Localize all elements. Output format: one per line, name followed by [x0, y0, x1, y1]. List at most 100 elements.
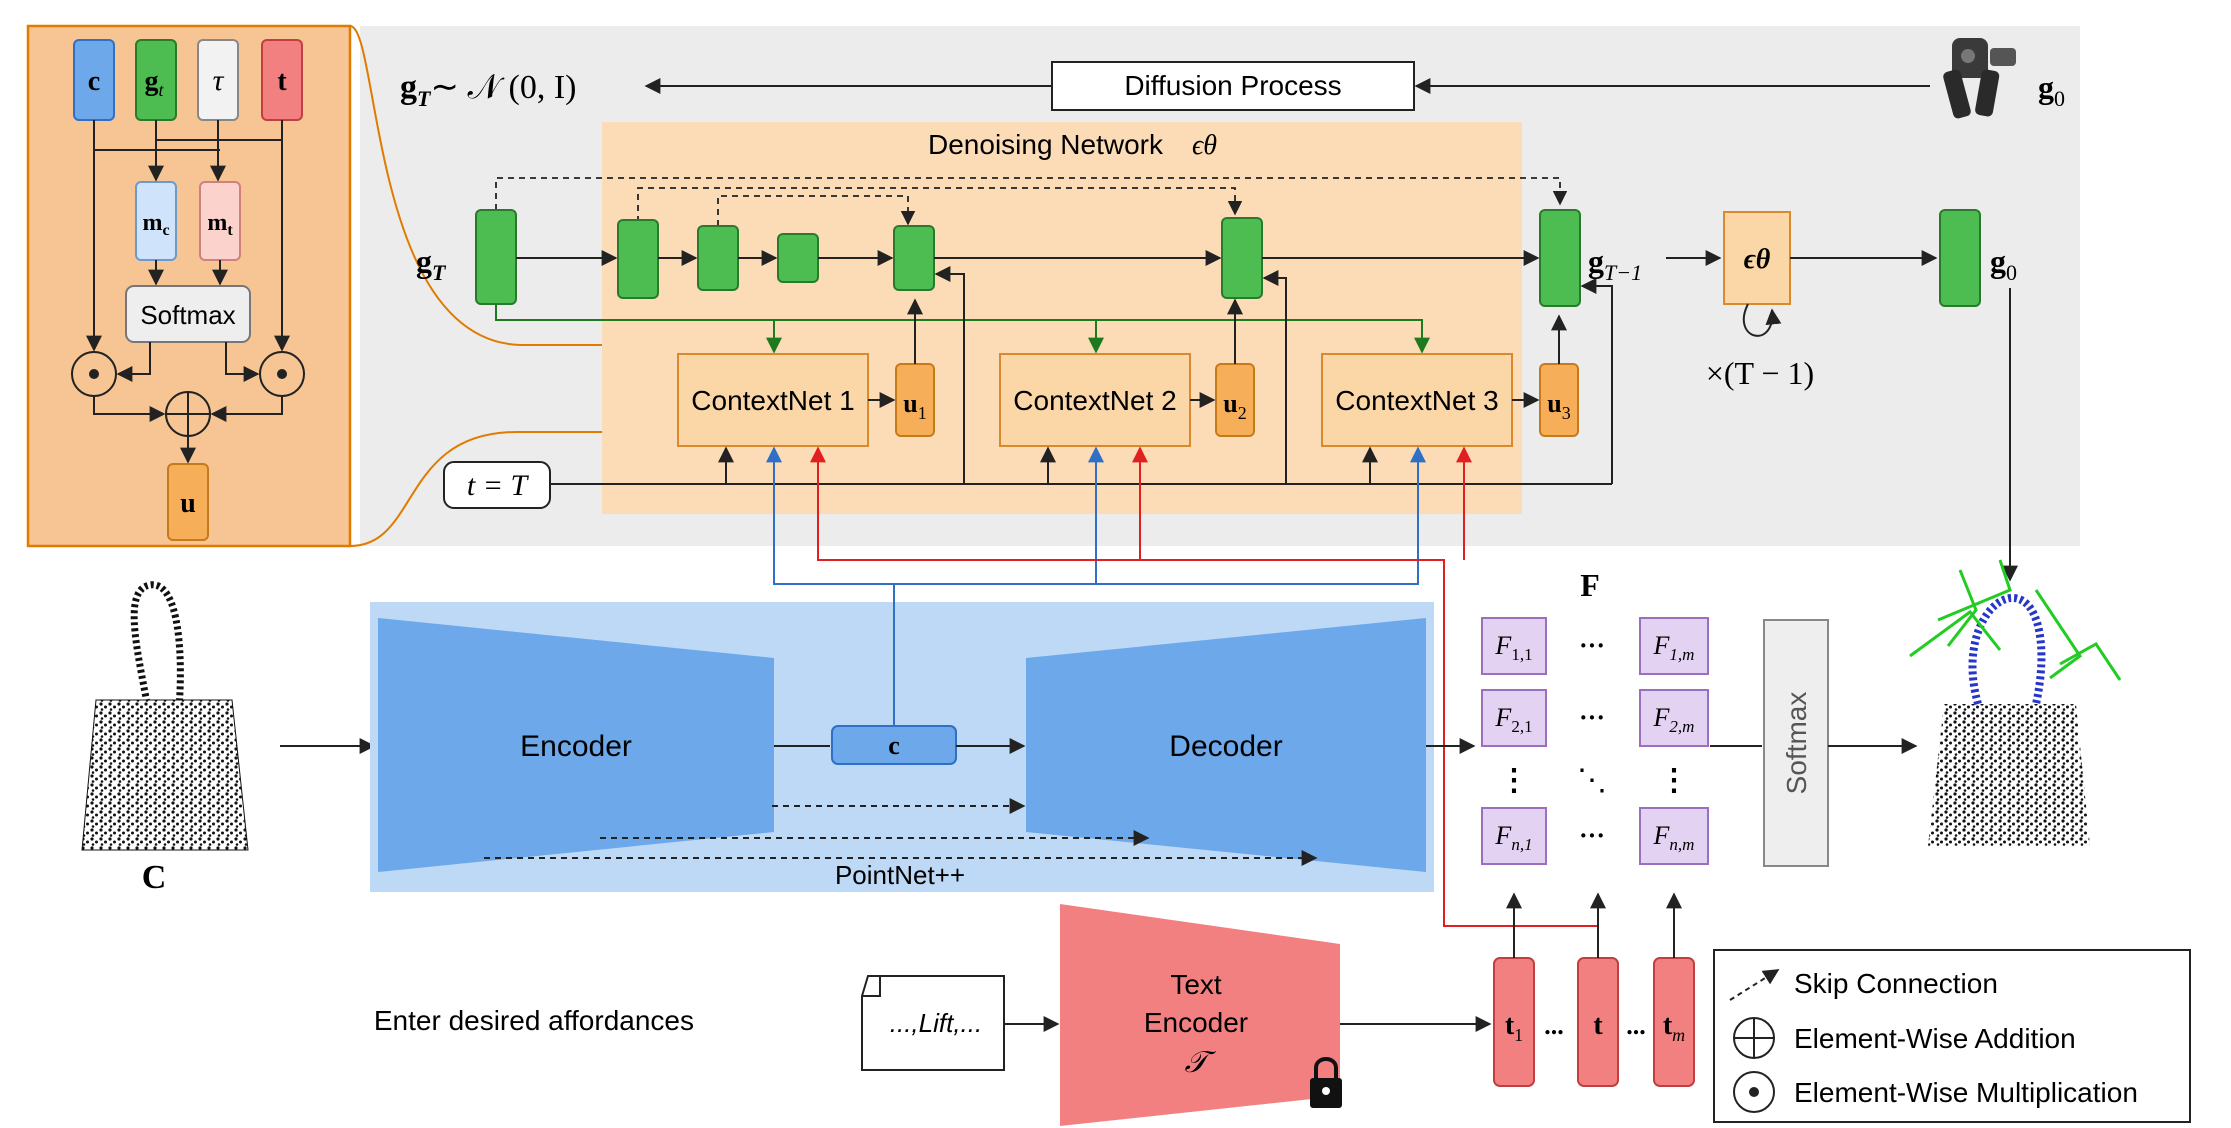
- row1-hdots: ···: [1579, 631, 1605, 660]
- legend-skip-label: Skip Connection: [1794, 968, 1998, 999]
- F-matrix: F1,1 F1,m F2,1 F2,m Fn,1 Fn,m ··· ··· ··…: [1481, 617, 1709, 865]
- text-encoder-label-1: Text: [1170, 969, 1222, 1000]
- inset-c-label: c: [88, 66, 100, 97]
- inset-mt-label: mt: [207, 210, 233, 239]
- inset-tau-label: τ: [213, 64, 225, 97]
- input-block: [475, 209, 517, 305]
- inset-connector-top: [349, 25, 680, 346]
- legend-skip-icon: [1729, 969, 1780, 1001]
- encoder-decoder-arrows: [484, 738, 1318, 866]
- cell-f1m-label: F1,m: [1653, 631, 1695, 664]
- down-block-2: [697, 225, 739, 291]
- contextnet-1-box: [677, 353, 869, 447]
- output-gT1-label: gT−1: [1588, 243, 1642, 285]
- eps-theta-box: [1723, 211, 1791, 305]
- inset-softmax-label: Softmax: [140, 300, 235, 330]
- diffusion-process-label: Diffusion Process: [1124, 70, 1341, 101]
- timestep-lines: [550, 266, 1613, 485]
- softmax-label: Softmax: [1781, 692, 1812, 795]
- token-tm-box: [1653, 957, 1695, 1087]
- inset-connector-bottom: [349, 430, 680, 547]
- noise-distribution-label: gT∼ 𝒩 (0, I): [400, 69, 576, 111]
- u-arrows: [868, 298, 1567, 408]
- rown-hdots: ···: [1579, 821, 1605, 850]
- softmax-box: [1763, 619, 1829, 867]
- cell-f2m-label: F2,m: [1653, 703, 1695, 736]
- condition-lines: [495, 304, 1430, 354]
- repeat-label: ×(T − 1): [1706, 355, 1814, 391]
- F-matrix-label: F: [1580, 567, 1600, 603]
- output-pointcloud-bag: [1909, 559, 2122, 846]
- token-tm-label: tm: [1663, 1010, 1685, 1045]
- denoising-epsilon-label: ϵθ: [1192, 130, 1217, 161]
- input-object-label: C: [142, 859, 167, 896]
- inset-g-label: gt: [144, 66, 164, 100]
- gripper-icon: [1943, 38, 2016, 119]
- cell-fnm: [1639, 807, 1709, 865]
- cell-f11: [1481, 617, 1547, 675]
- text-input-label: Enter desired affordances: [374, 1005, 694, 1036]
- skip-connections: [495, 177, 1568, 226]
- contextnet-1-label: ContextNet 1: [691, 385, 854, 416]
- legend-multiplication-label: Element-Wise Multiplication: [1794, 1077, 2138, 1108]
- legend-box: [1713, 949, 2191, 1123]
- col1-vdots: ⋮: [1499, 764, 1529, 797]
- lock-icon: [1310, 1057, 1342, 1108]
- input-gT-label: gT: [416, 243, 447, 285]
- cell-fnm-label: Fn,m: [1653, 821, 1695, 854]
- latent-to-contextnet-lines: [766, 446, 1426, 726]
- inset-u-label: u: [180, 488, 196, 519]
- eps-theta-box-label: ϵθ: [1744, 244, 1771, 275]
- down-block-1: [617, 219, 659, 299]
- denoising-network-title: Denoising Network: [928, 129, 1164, 160]
- cell-f2m: [1639, 689, 1709, 747]
- legend-addition-label: Element-Wise Addition: [1794, 1023, 2076, 1054]
- pointnet-label: PointNet++: [835, 860, 965, 890]
- matrix-ddots: ⋱: [1577, 764, 1607, 797]
- final-g0-block: [1939, 209, 1981, 307]
- encoder-shape: [378, 618, 774, 872]
- u1-label: u1: [903, 389, 926, 423]
- output-block: [1539, 209, 1581, 307]
- cell-f11-label: F1,1: [1494, 631, 1532, 664]
- contextnet-3-label: ContextNet 3: [1335, 385, 1498, 416]
- contextnet-2-label: ContextNet 2: [1013, 385, 1176, 416]
- final-g0-label: g0: [1990, 243, 2017, 285]
- inset-t-label: t: [277, 66, 287, 97]
- inset-softmax-box: [125, 285, 251, 343]
- cell-f21: [1481, 689, 1547, 747]
- fusion-inset: c gt τ t mc mt Softmax u: [71, 39, 305, 541]
- cell-fn1: [1481, 807, 1547, 865]
- denoising-network-region: [602, 122, 1522, 514]
- u2-label: u2: [1223, 389, 1246, 423]
- colm-vdots: ⋮: [1659, 764, 1689, 797]
- g0-top-label: g0: [2038, 69, 2065, 111]
- encoder-label: Encoder: [520, 730, 632, 763]
- up-block-2: [1221, 217, 1263, 299]
- token-arrows: [1506, 892, 1682, 958]
- cell-f21-label: F2,1: [1494, 703, 1532, 736]
- inset-u-box: [167, 463, 209, 541]
- latent-c-label: c: [888, 731, 900, 760]
- contextnet-2-box: [999, 353, 1191, 447]
- document-icon: [861, 975, 1005, 1071]
- token-dots-2: ...: [1626, 1011, 1646, 1040]
- token-t1-label: t1: [1505, 1010, 1523, 1045]
- token-t-label: t: [1593, 1010, 1603, 1041]
- u3-label: u3: [1547, 389, 1570, 423]
- bottleneck-block: [777, 233, 819, 283]
- up-block-1: [893, 225, 935, 291]
- decoder-shape: [1026, 618, 1426, 872]
- document-text: ...,Lift,...: [890, 1008, 982, 1038]
- cell-fn1-label: Fn,1: [1494, 821, 1532, 854]
- diffusion-process-box: [1051, 61, 1415, 111]
- row2-hdots: ···: [1579, 703, 1605, 732]
- contextnet-3-box: [1321, 353, 1513, 447]
- inset-mc-label: mc: [142, 210, 169, 239]
- cell-f1m: [1639, 617, 1709, 675]
- input-pointcloud-bag: [81, 581, 249, 851]
- decoder-label: Decoder: [1169, 730, 1282, 763]
- text-encoder-shape: [1060, 904, 1340, 1126]
- timestep-label: t = T: [467, 469, 530, 502]
